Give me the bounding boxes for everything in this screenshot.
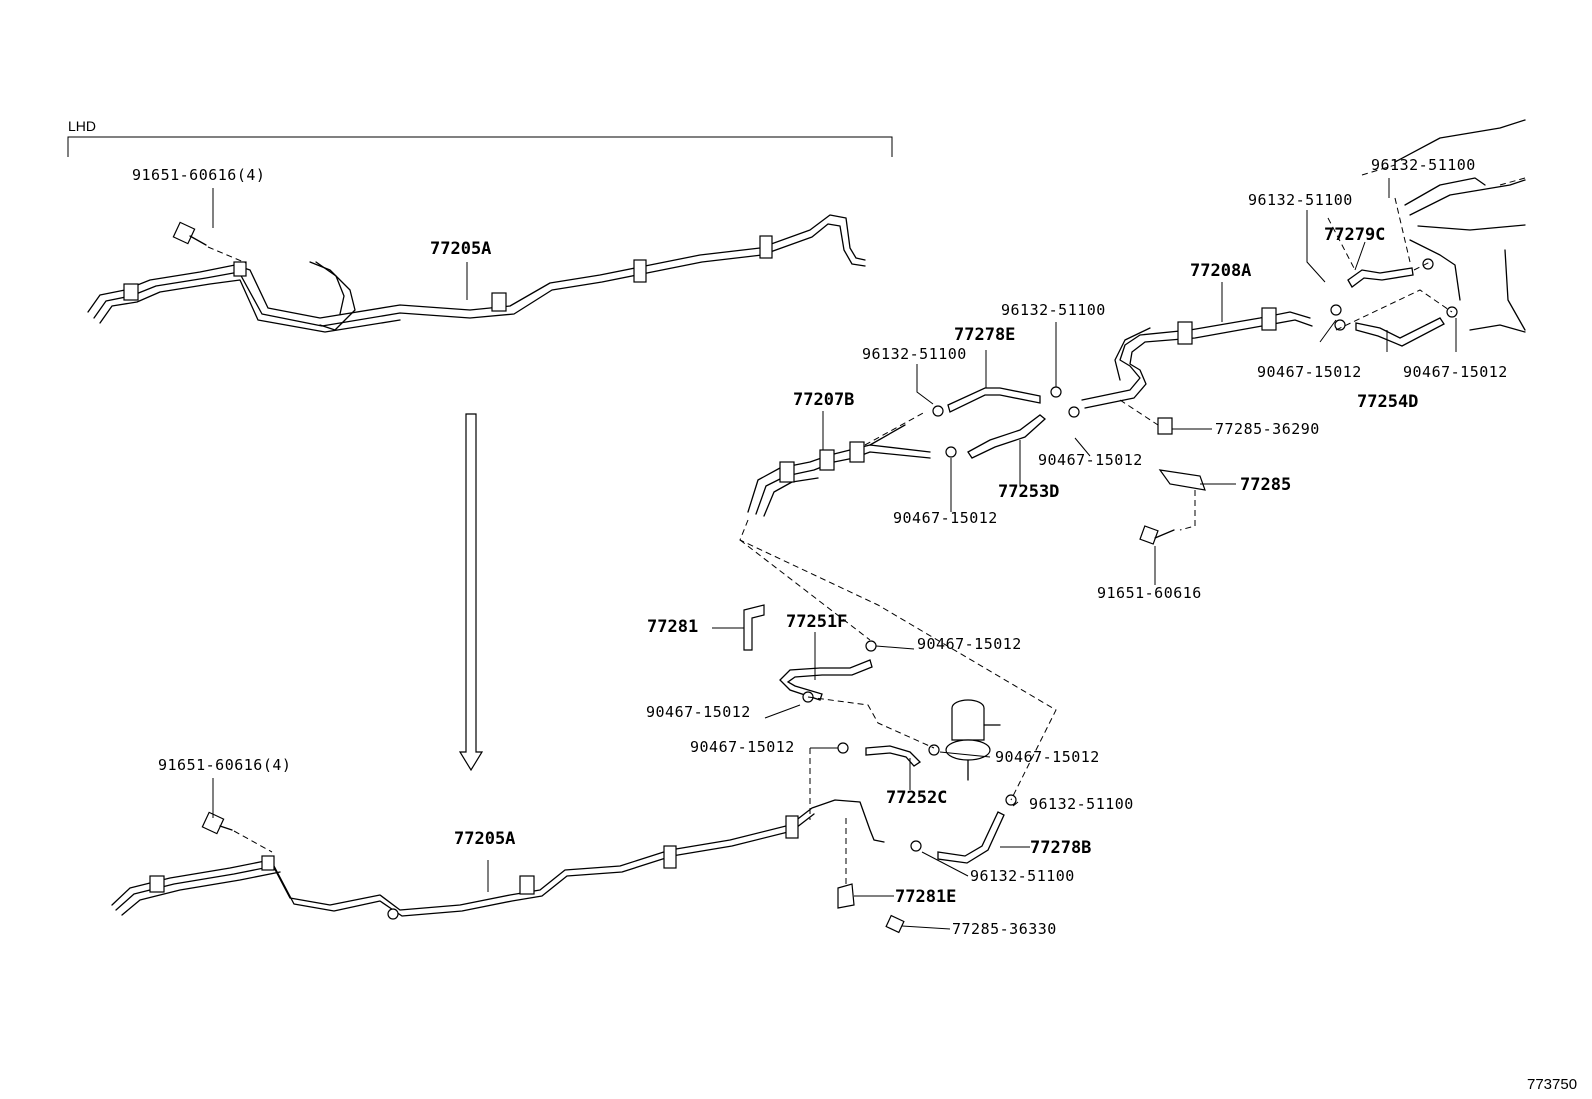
hose-77253D [967,414,1047,459]
callout-77205A-upper: 77205A [430,239,491,259]
lhd-label: LHD [68,118,96,134]
connection-lines [739,197,1453,888]
bracket-77281E [837,883,905,934]
callout-90467-15012-f: 90467-15012 [646,703,751,721]
callout-77254D: 77254D [1357,392,1418,412]
callout-77252C: 77252C [886,788,947,808]
lhd-bracket [67,136,893,157]
callout-90467-15012-d: 90467-15012 [893,509,998,527]
callout-90467-15012-e: 90467-15012 [917,635,1022,653]
pipe-assembly-77207B [747,411,931,517]
bracket-77285 [1119,399,1206,545]
callout-77285-36330: 77285-36330 [952,920,1057,938]
callout-90467-15012-b: 90467-15012 [1403,363,1508,381]
hose-77278B [937,811,1005,864]
callout-77251F: 77251F [786,612,847,632]
callout-96132-51100-f: 96132-51100 [970,867,1075,885]
callout-77253D: 77253D [998,482,1059,502]
callout-77208A: 77208A [1190,261,1251,281]
engine-body-outline [1361,119,1526,333]
hose-77278E [947,387,1041,413]
clamp-icon [802,258,1458,852]
callout-91651-60616-lower: 91651-60616(4) [158,756,291,774]
lower-pipe-77205A [111,799,885,920]
hose-77251F [779,659,873,701]
callout-77278E: 77278E [954,325,1015,345]
callout-77279C: 77279C [1324,225,1385,245]
callout-90467-15012-a: 90467-15012 [1257,363,1362,381]
callout-77285-36290: 77285-36290 [1215,420,1320,438]
callout-77205A-lower: 77205A [454,829,515,849]
callout-96132-51100-c: 96132-51100 [1001,301,1106,319]
valve-canister [945,699,1001,781]
callout-90467-15012-h: 90467-15012 [995,748,1100,766]
callout-96132-51100-d: 96132-51100 [862,345,967,363]
callout-90467-15012-c: 90467-15012 [1038,451,1143,469]
callout-90467-15012-g: 90467-15012 [690,738,795,756]
hose-77279C [1347,267,1414,288]
hose-77254D [1355,317,1445,347]
callout-77281E: 77281E [895,887,956,907]
callout-77281: 77281 [647,617,698,637]
callout-96132-51100-e: 96132-51100 [1029,795,1134,813]
callout-96132-51100-a: 96132-51100 [1371,156,1476,174]
bracket-77281 [743,604,765,651]
hose-77252C [865,745,922,767]
callout-77285: 77285 [1240,475,1291,495]
callout-96132-51100-b: 96132-51100 [1248,191,1353,209]
leader-lines [212,178,1457,930]
callout-77207B: 77207B [793,390,854,410]
lower-bolt-icon [201,811,273,853]
callout-91651-60616-upper: 91651-60616(4) [132,166,265,184]
callout-77278B: 77278B [1030,838,1091,858]
pipe-assembly-77208A [1081,307,1313,409]
callout-91651-60616: 91651-60616 [1097,584,1202,602]
upper-bolt-icon [172,221,247,264]
upper-pipe-77205A [87,214,866,333]
diagram-reference-number: 773750 [1527,1076,1577,1093]
down-arrow-icon [458,413,484,772]
